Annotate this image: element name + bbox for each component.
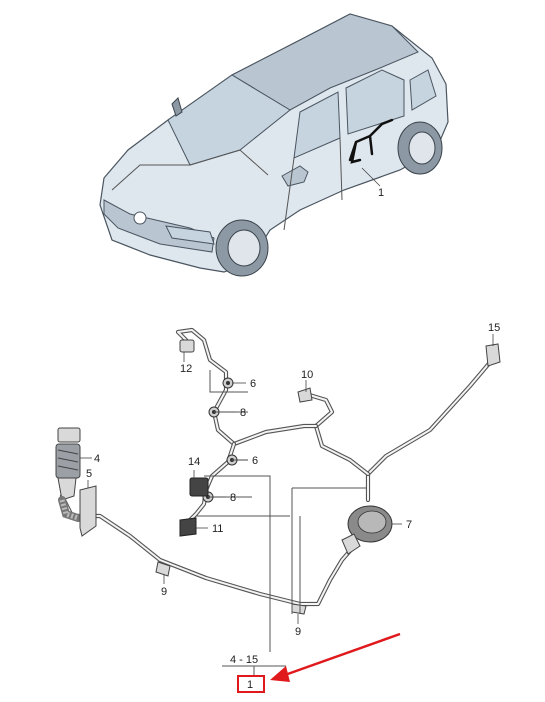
door-harness (348, 118, 394, 164)
label-range: 4 - 15 (230, 654, 258, 666)
label-assembly-1: 1 (247, 679, 253, 691)
label-8-mid: 8 (230, 492, 236, 504)
car-callout-leader (361, 167, 381, 187)
label-6-top: 6 (250, 378, 256, 390)
label-9-right: 9 (295, 626, 301, 638)
label-6-mid: 6 (252, 455, 258, 467)
label-11: 11 (212, 523, 223, 535)
car-callout-1: 1 (378, 187, 384, 199)
car-illustration (99, 13, 449, 277)
label-9-left: 9 (161, 586, 167, 598)
label-8-top: 8 (240, 407, 246, 419)
highlight-box (237, 675, 265, 693)
label-5: 5 (86, 468, 92, 480)
label-7: 7 (406, 519, 412, 531)
red-arrow (270, 632, 401, 682)
label-15: 15 (488, 322, 500, 334)
assembly-brackets (196, 370, 366, 676)
label-12: 12 (180, 363, 192, 375)
wiring-harness (55, 327, 501, 615)
label-10: 10 (301, 369, 313, 381)
label-4: 4 (94, 453, 100, 465)
leader-lines (80, 334, 494, 624)
label-14: 14 (188, 456, 200, 468)
